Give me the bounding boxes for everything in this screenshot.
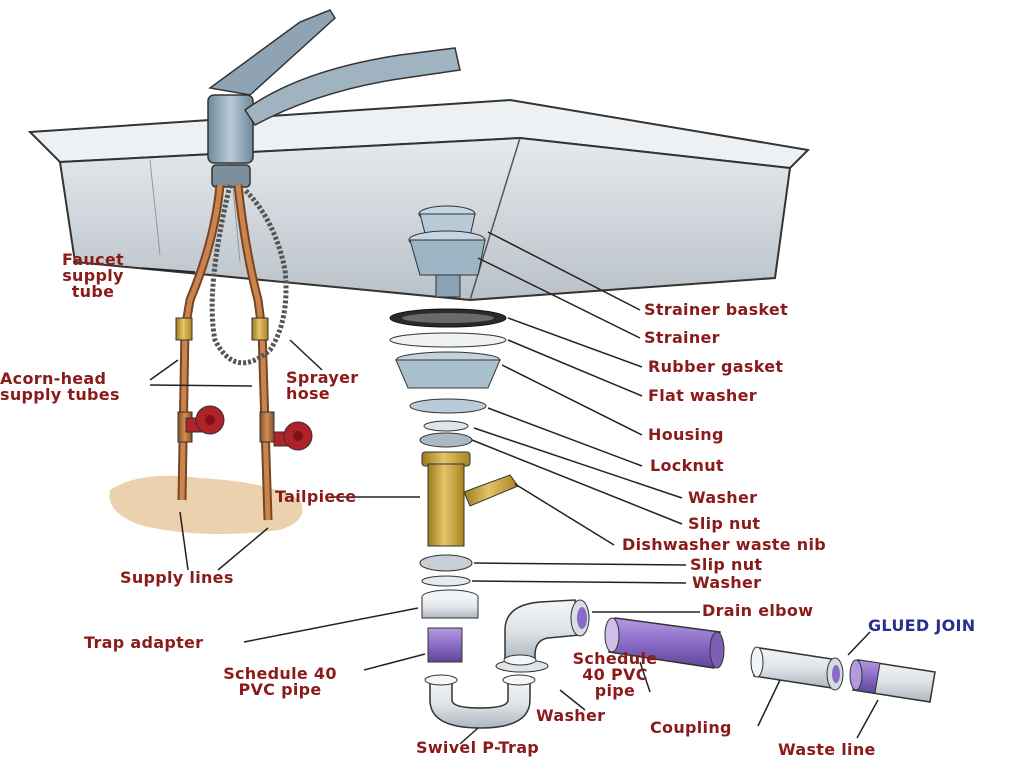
label-schedule-40-pvc-pipe-left: Schedule 40 PVC pipe bbox=[200, 666, 360, 698]
label-sprayer-hose-line2: hose bbox=[286, 384, 330, 403]
label-sprayer-hose-line1: Sprayer bbox=[286, 368, 359, 387]
label-schedule-left-line2: PVC pipe bbox=[238, 680, 322, 699]
label-drain-elbow: Drain elbow bbox=[702, 601, 814, 620]
label-strainer-basket: Strainer basket bbox=[644, 300, 789, 319]
label-schedule-left-line1: Schedule 40 bbox=[223, 664, 337, 683]
label-washer-bottom: Washer bbox=[536, 706, 606, 725]
label-acorn-head-line1: Acorn-head bbox=[0, 369, 107, 388]
floor-shadow bbox=[109, 475, 303, 534]
drain-elbow bbox=[503, 599, 590, 666]
label-schedule-40-pvc-pipe-right: Schedule 40 PVC pipe bbox=[560, 651, 670, 699]
shutoff-valves bbox=[185, 405, 313, 451]
label-coupling: Coupling bbox=[650, 718, 732, 737]
label-sprayer-hose: Sprayer hose bbox=[286, 370, 358, 402]
label-tailpiece: Tailpiece bbox=[275, 487, 357, 506]
label-washer-lower: Washer bbox=[692, 573, 762, 592]
coupling bbox=[750, 646, 844, 691]
label-faucet-supply-tube-line2: supply bbox=[62, 266, 124, 285]
label-locknut: Locknut bbox=[650, 456, 724, 475]
label-acorn-head-supply-tubes: Acorn-head supply tubes bbox=[0, 371, 120, 403]
washer-lower bbox=[421, 575, 471, 587]
label-faucet-supply-tube-line3: tube bbox=[71, 282, 115, 301]
supply-tubes bbox=[175, 184, 275, 521]
label-waste-line: Waste line bbox=[778, 740, 876, 759]
label-glued-joint: GLUED JOIN bbox=[868, 616, 976, 635]
label-strainer: Strainer bbox=[644, 328, 720, 347]
drain-stack bbox=[389, 205, 507, 448]
label-faucet-supply-tube: Faucet supply tube bbox=[48, 252, 138, 300]
swivel-p-trap bbox=[424, 659, 549, 729]
trap-adapter bbox=[421, 589, 479, 619]
pvc-pipe-long bbox=[604, 617, 725, 669]
tailpiece bbox=[421, 451, 519, 547]
label-faucet-supply-tube-line1: Faucet bbox=[62, 250, 124, 269]
label-rubber-gasket: Rubber gasket bbox=[648, 357, 784, 376]
label-washer-upper: Washer bbox=[688, 488, 758, 507]
label-dishwasher-waste-nib: Dishwasher waste nib bbox=[622, 535, 826, 554]
label-schedule-right-line1: Schedule bbox=[572, 649, 658, 668]
label-supply-lines: Supply lines bbox=[120, 568, 234, 587]
label-slip-nut-lower: Slip nut bbox=[690, 555, 763, 574]
label-schedule-right-line3: pipe bbox=[594, 681, 636, 700]
label-flat-washer: Flat washer bbox=[648, 386, 757, 405]
waste-line bbox=[849, 659, 936, 703]
slip-nut-lower bbox=[419, 554, 473, 572]
label-housing: Housing bbox=[648, 425, 724, 444]
label-swivel-p-trap: Swivel P-Trap bbox=[416, 738, 540, 757]
label-schedule-right-line2: 40 PVC bbox=[582, 665, 648, 684]
leader-lines bbox=[141, 231, 879, 745]
faucet bbox=[207, 9, 461, 188]
label-trap-adapter: Trap adapter bbox=[84, 633, 204, 652]
label-slip-nut-upper: Slip nut bbox=[688, 514, 761, 533]
label-acorn-head-line2: supply tubes bbox=[0, 385, 120, 404]
pvc-pipe-short bbox=[427, 627, 463, 663]
sprayer-hose bbox=[209, 184, 289, 366]
